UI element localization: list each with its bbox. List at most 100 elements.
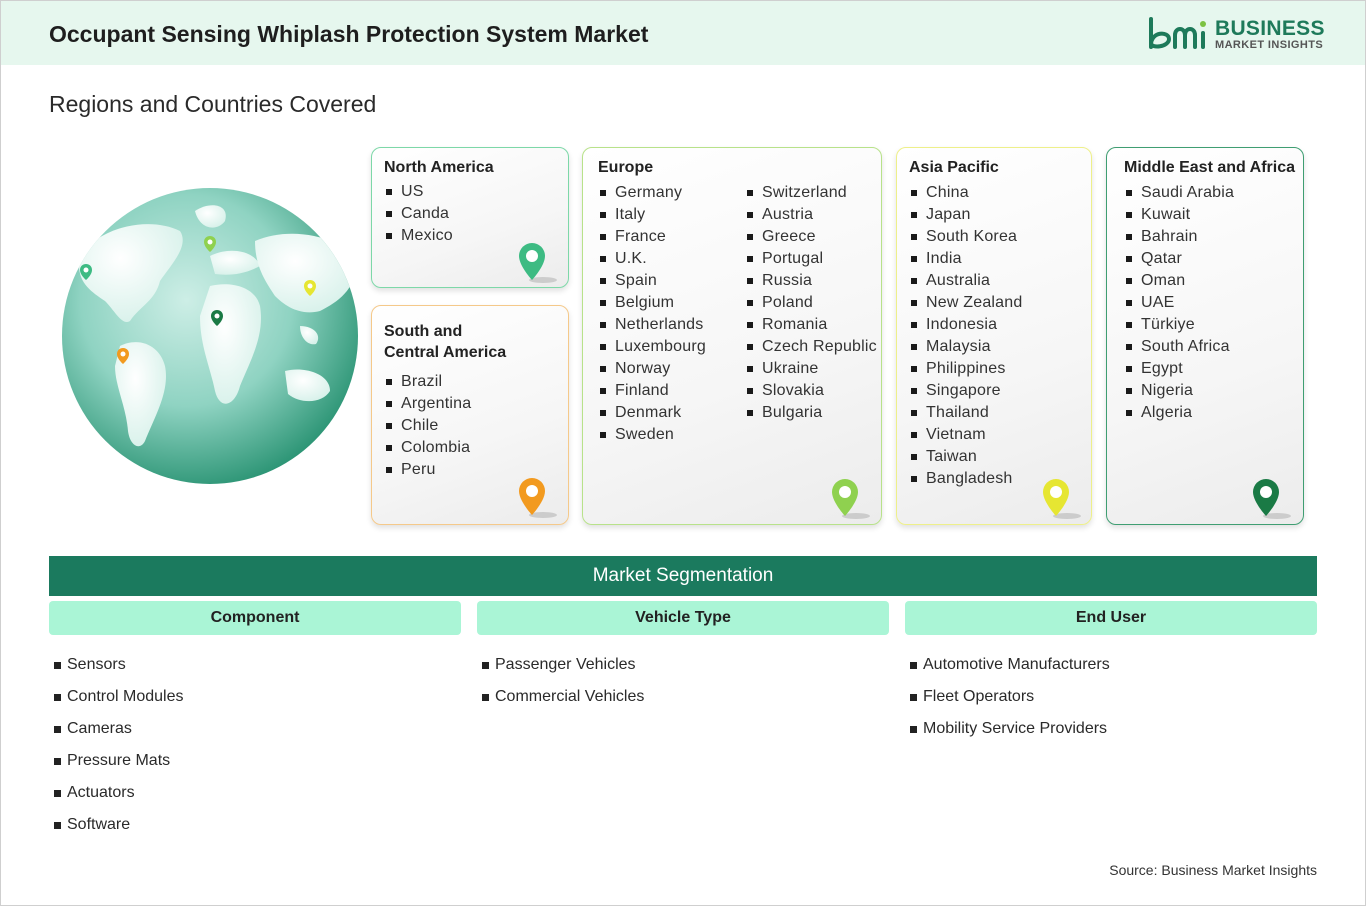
list-item: Indonesia [909, 314, 1022, 336]
list-item: US [384, 181, 453, 203]
region-card-europe: Europe Germany Italy France U.K. Spain B… [582, 147, 882, 525]
location-pin-icon [519, 243, 557, 283]
region-title: Middle East and Africa [1124, 159, 1295, 176]
segment-heading-end-user: End User [905, 601, 1317, 635]
list-item: Actuators [54, 783, 184, 815]
market-segmentation-header: Market Segmentation [49, 556, 1317, 596]
list-item: Oman [1124, 270, 1234, 292]
list-item: Australia [909, 270, 1022, 292]
list-item: Singapore [909, 380, 1022, 402]
list-item: Greece [745, 226, 877, 248]
list-item: Kuwait [1124, 204, 1234, 226]
country-list-col1: Germany Italy France U.K. Spain Belgium … [598, 182, 706, 446]
list-item: New Zealand [909, 292, 1022, 314]
list-item: Argentina [384, 393, 471, 415]
list-item: Peru [384, 459, 471, 481]
list-item: Romania [745, 314, 877, 336]
list-item: Türkiye [1124, 314, 1234, 336]
world-globe-icon [62, 188, 358, 484]
list-item: Saudi Arabia [1124, 182, 1234, 204]
country-list-col2: Switzerland Austria Greece Portugal Russ… [745, 182, 877, 424]
region-title: Asia Pacific [909, 159, 999, 176]
list-item: Luxembourg [598, 336, 706, 358]
list-item: Qatar [1124, 248, 1234, 270]
country-list: China Japan South Korea India Australia … [909, 182, 1022, 490]
location-pin-icon [1253, 479, 1291, 519]
list-item: Taiwan [909, 446, 1022, 468]
list-item: Italy [598, 204, 706, 226]
list-item: Pressure Mats [54, 751, 184, 783]
list-item: Bangladesh [909, 468, 1022, 490]
list-item: Finland [598, 380, 706, 402]
list-item: Fleet Operators [910, 687, 1110, 719]
list-item: Nigeria [1124, 380, 1234, 402]
list-item: Canda [384, 203, 453, 225]
company-logo: BUSINESS MARKET INSIGHTS [1147, 15, 1325, 55]
country-list: Brazil Argentina Chile Colombia Peru [384, 371, 471, 481]
list-item: Thailand [909, 402, 1022, 424]
page-title: Occupant Sensing Whiplash Protection Sys… [49, 21, 649, 47]
region-title: South and Central America [384, 321, 506, 363]
list-item: China [909, 182, 1022, 204]
logo-text-market-insights: MARKET INSIGHTS [1215, 39, 1324, 51]
list-item: Norway [598, 358, 706, 380]
country-list: Saudi Arabia Kuwait Bahrain Qatar Oman U… [1124, 182, 1234, 424]
location-pin-icon [832, 479, 870, 519]
list-item: Commercial Vehicles [482, 687, 644, 719]
list-item: Ukraine [745, 358, 877, 380]
region-card-asia-pacific: Asia Pacific China Japan South Korea Ind… [896, 147, 1092, 525]
list-item: Sweden [598, 424, 706, 446]
region-title-line1: South and [384, 323, 463, 340]
list-item: Spain [598, 270, 706, 292]
region-card-north-america: North America US Canda Mexico [371, 147, 569, 288]
list-item: Bahrain [1124, 226, 1234, 248]
segment-list-end-user: Automotive Manufacturers Fleet Operators… [910, 655, 1110, 751]
globe-pins [80, 236, 316, 364]
region-title: Europe [598, 159, 654, 176]
list-item: Poland [745, 292, 877, 314]
location-pin-icon [1043, 479, 1081, 519]
section-subtitle: Regions and Countries Covered [49, 91, 377, 117]
list-item: Switzerland [745, 182, 877, 204]
list-item: Algeria [1124, 402, 1234, 424]
list-item: Bulgaria [745, 402, 877, 424]
region-card-middle-east-africa: Middle East and Africa Saudi Arabia Kuwa… [1106, 147, 1304, 525]
list-item: Belgium [598, 292, 706, 314]
list-item: Japan [909, 204, 1022, 226]
header-bar: Occupant Sensing Whiplash Protection Sys… [1, 1, 1365, 65]
segment-heading-component: Component [49, 601, 461, 635]
region-title-line2: Central America [384, 344, 507, 361]
list-item: Sensors [54, 655, 184, 687]
list-item: Mobility Service Providers [910, 719, 1110, 751]
list-item: Colombia [384, 437, 471, 459]
region-card-south-central-america: South and Central America Brazil Argenti… [371, 305, 569, 525]
list-item: Automotive Manufacturers [910, 655, 1110, 687]
logo-text-business: BUSINESS [1215, 17, 1325, 40]
list-item: Slovakia [745, 380, 877, 402]
source-note: Source: Business Market Insights [1109, 862, 1317, 878]
list-item: India [909, 248, 1022, 270]
list-item: Passenger Vehicles [482, 655, 644, 687]
list-item: Czech Republic [745, 336, 877, 358]
segment-heading-vehicle-type: Vehicle Type [477, 601, 889, 635]
list-item: Control Modules [54, 687, 184, 719]
list-item: Software [54, 815, 184, 847]
segment-list-vehicle-type: Passenger Vehicles Commercial Vehicles [482, 655, 644, 719]
list-item: Russia [745, 270, 877, 292]
list-item: U.K. [598, 248, 706, 270]
list-item: Portugal [745, 248, 877, 270]
list-item: UAE [1124, 292, 1234, 314]
list-item: Austria [745, 204, 877, 226]
list-item: Egypt [1124, 358, 1234, 380]
list-item: Denmark [598, 402, 706, 424]
list-item: Philippines [909, 358, 1022, 380]
list-item: Germany [598, 182, 706, 204]
bmi-logo-icon [1149, 17, 1206, 49]
location-pin-icon [519, 478, 557, 518]
list-item: Netherlands [598, 314, 706, 336]
list-item: South Korea [909, 226, 1022, 248]
list-item: Chile [384, 415, 471, 437]
list-item: South Africa [1124, 336, 1234, 358]
list-item: France [598, 226, 706, 248]
region-title: North America [384, 159, 494, 176]
